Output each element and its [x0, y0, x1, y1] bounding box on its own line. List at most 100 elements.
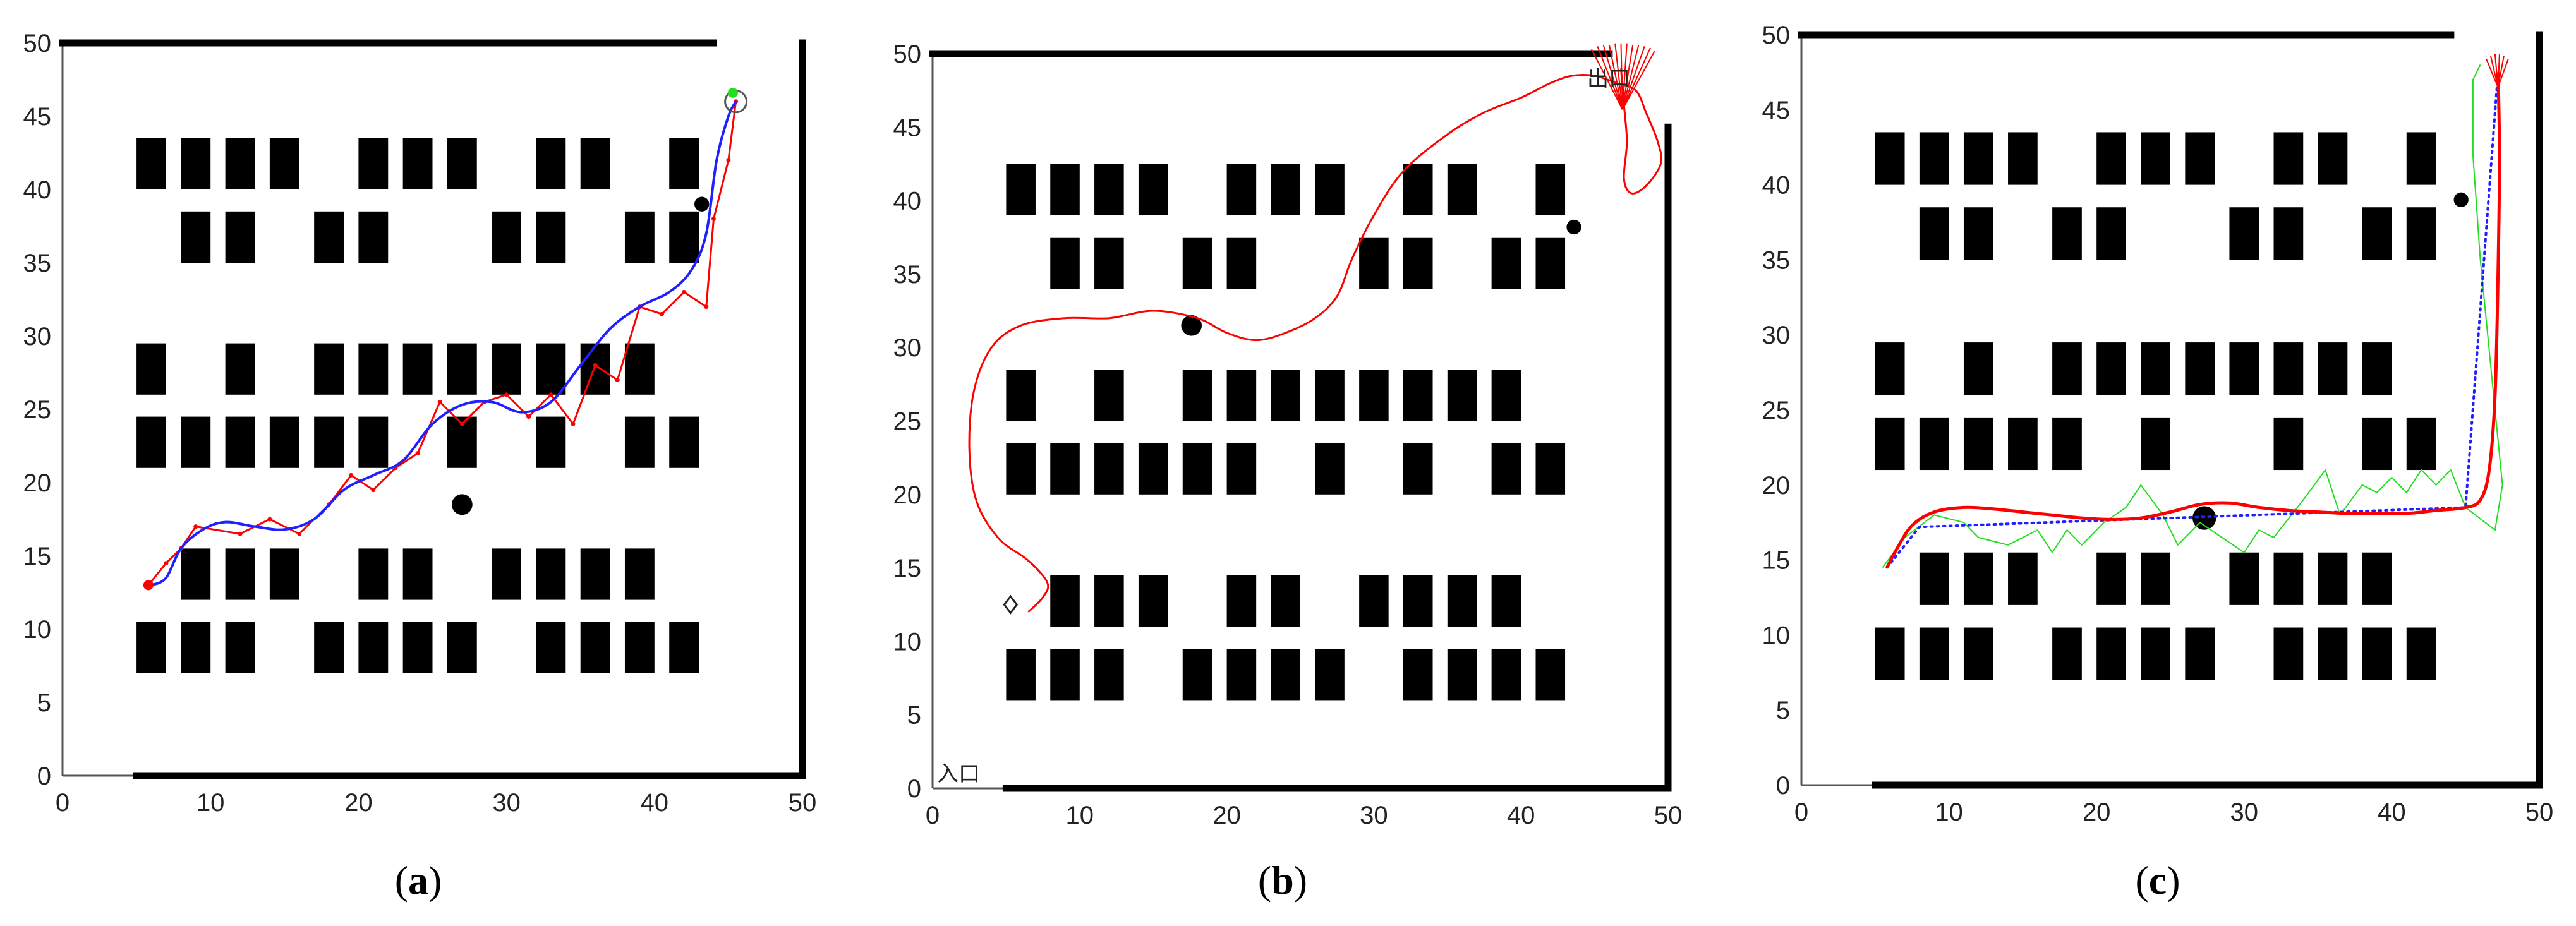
- shelf-obstacle: [1535, 237, 1566, 289]
- shelf-obstacle: [1535, 649, 1566, 701]
- shelf-obstacle: [1919, 417, 1949, 471]
- x-tick-label: 40: [641, 789, 669, 817]
- shelf-obstacle: [1182, 237, 1212, 289]
- shelf-obstacle: [2008, 132, 2038, 185]
- fan-ray: [2485, 58, 2499, 88]
- y-tick-label: 50: [893, 40, 922, 68]
- shelf-obstacle: [1403, 443, 1433, 495]
- shelf-obstacle: [1919, 627, 1949, 680]
- round-obstacle: [1181, 315, 1202, 336]
- shelf-obstacle: [269, 416, 299, 468]
- shelf-obstacle: [1403, 370, 1433, 421]
- shelf-obstacle: [402, 548, 433, 600]
- shelf-obstacle: [1447, 164, 1477, 215]
- shelf-obstacle: [536, 416, 566, 468]
- fan-ray: [1621, 44, 1634, 110]
- fan-ray: [1614, 43, 1623, 110]
- shelf-obstacle: [2406, 627, 2436, 680]
- path-node: [704, 304, 709, 310]
- y-tick-label: 35: [23, 250, 52, 277]
- round-obstacle: [451, 494, 473, 515]
- shelf-obstacle: [1050, 443, 1080, 495]
- shelf-obstacle: [225, 416, 255, 468]
- shelf-obstacle: [2052, 627, 2082, 680]
- y-tick-label: 20: [23, 469, 52, 497]
- shelf-obstacle: [1094, 649, 1124, 701]
- shelf-obstacle: [1006, 443, 1036, 495]
- shelf-obstacle: [1491, 237, 1521, 289]
- shelf-obstacle: [2362, 417, 2392, 471]
- shelf-obstacle: [2141, 627, 2170, 680]
- shelf-obstacle: [1050, 164, 1080, 215]
- path-node: [711, 216, 716, 221]
- x-tick-label: 10: [1935, 798, 1963, 826]
- shelf-obstacle: [2273, 132, 2304, 185]
- y-tick-label: 25: [23, 396, 52, 424]
- shelf-obstacle: [1875, 417, 1905, 471]
- shelf-obstacle: [1094, 164, 1124, 215]
- y-tick-label: 25: [1762, 397, 1791, 424]
- shelf-obstacle: [225, 622, 255, 673]
- panel-label: (a): [395, 858, 442, 903]
- fan-ray: [1608, 44, 1623, 110]
- shelf-obstacle: [1271, 575, 1300, 627]
- shelf-obstacle: [225, 138, 255, 189]
- path-node: [726, 158, 731, 163]
- shelf-obstacle: [2273, 342, 2304, 395]
- fan-ray: [1621, 47, 1651, 110]
- y-tick-label: 35: [893, 261, 922, 289]
- shelf-obstacle: [1226, 370, 1257, 421]
- shelf-obstacle: [1447, 575, 1477, 627]
- fan-ray: [2494, 54, 2499, 88]
- shelf-obstacle: [2008, 552, 2038, 605]
- y-tick-label: 5: [37, 689, 51, 717]
- shelf-obstacle: [1050, 575, 1080, 627]
- y-tick-label: 0: [1776, 772, 1790, 800]
- y-tick-label: 50: [1762, 21, 1791, 49]
- y-tick-label: 15: [23, 543, 52, 570]
- shelf-obstacle: [136, 343, 166, 395]
- fan-ray: [2489, 56, 2499, 88]
- y-tick-label: 35: [1762, 246, 1791, 274]
- y-tick-label: 5: [1776, 697, 1790, 725]
- shelf-obstacle: [2229, 552, 2259, 605]
- y-tick-label: 45: [23, 103, 52, 131]
- shelf-obstacle: [1138, 443, 1168, 495]
- shelf-obstacle: [1919, 552, 1949, 605]
- shelf-obstacle: [447, 622, 477, 673]
- round-obstacle: [1566, 219, 1581, 235]
- shelf-obstacle: [1491, 575, 1521, 627]
- x-tick-label: 50: [2525, 798, 2554, 826]
- path-node: [660, 311, 665, 316]
- shelf-obstacle: [624, 548, 655, 600]
- shelf-obstacle: [2229, 342, 2259, 395]
- fan-ray: [1621, 46, 1645, 110]
- fan-ray: [2497, 54, 2500, 88]
- shelf-obstacle: [536, 622, 566, 673]
- shelf-obstacle: [1359, 575, 1389, 627]
- shelf-obstacle: [225, 548, 255, 600]
- y-tick-label: 10: [23, 616, 52, 644]
- map-annotation: 入口: [937, 761, 980, 786]
- shelf-obstacle: [1226, 164, 1257, 215]
- shelf-obstacle: [1006, 164, 1036, 215]
- shelf-obstacle: [1050, 649, 1080, 701]
- path-node: [349, 472, 354, 478]
- shelf-obstacle: [314, 211, 344, 263]
- shelf-obstacle: [2406, 417, 2436, 471]
- shelf-obstacle: [1875, 342, 1905, 395]
- shelf-obstacle: [536, 548, 566, 600]
- shelf-obstacle: [136, 622, 166, 673]
- x-tick-label: 30: [1360, 802, 1388, 829]
- shelf-obstacle: [1226, 649, 1257, 701]
- panel-label: (b): [1258, 858, 1307, 903]
- shelf-obstacle: [1315, 649, 1345, 701]
- fan-ray: [1621, 44, 1640, 110]
- shelf-obstacle: [1963, 342, 1993, 395]
- dot-marker: [143, 580, 154, 591]
- shelf-obstacle: [2141, 132, 2170, 185]
- path-node: [164, 561, 169, 566]
